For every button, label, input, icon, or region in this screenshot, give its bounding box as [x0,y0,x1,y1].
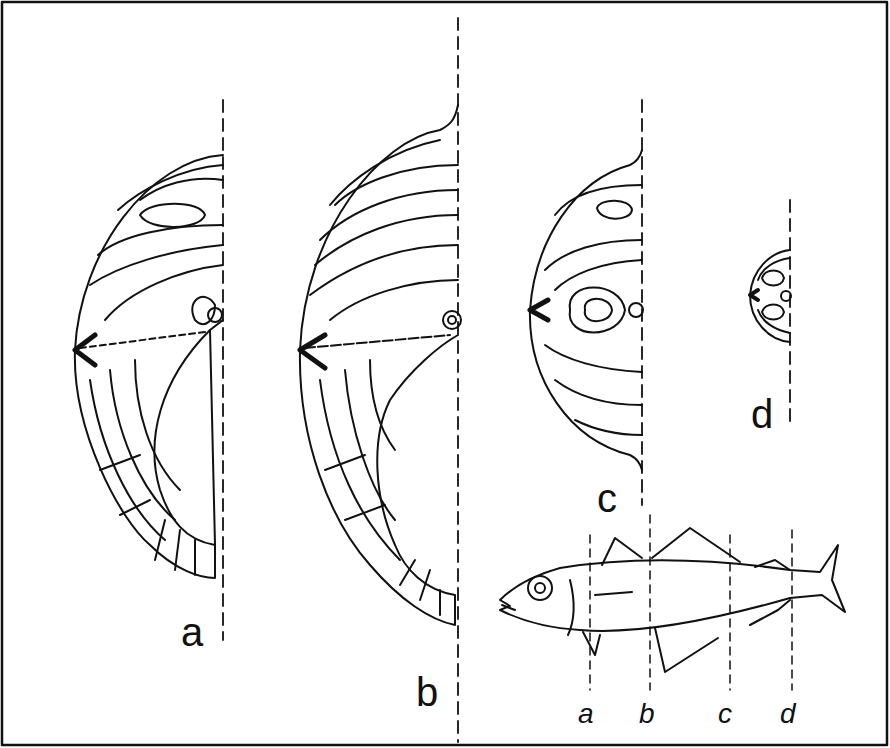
section-label: b [416,672,438,712]
section-label: d [751,394,773,434]
section-d [750,250,791,342]
midlines [223,18,790,742]
position-label: a [578,700,594,728]
position-label: c [718,700,732,728]
section-label: c [597,478,617,518]
position-label: d [780,700,796,728]
section-a [75,155,223,578]
fish-outline [500,528,845,672]
section-label: a [181,612,203,652]
position-label: b [639,700,655,728]
section-b [300,105,461,625]
section-markers [590,515,792,690]
section-c [530,150,643,470]
